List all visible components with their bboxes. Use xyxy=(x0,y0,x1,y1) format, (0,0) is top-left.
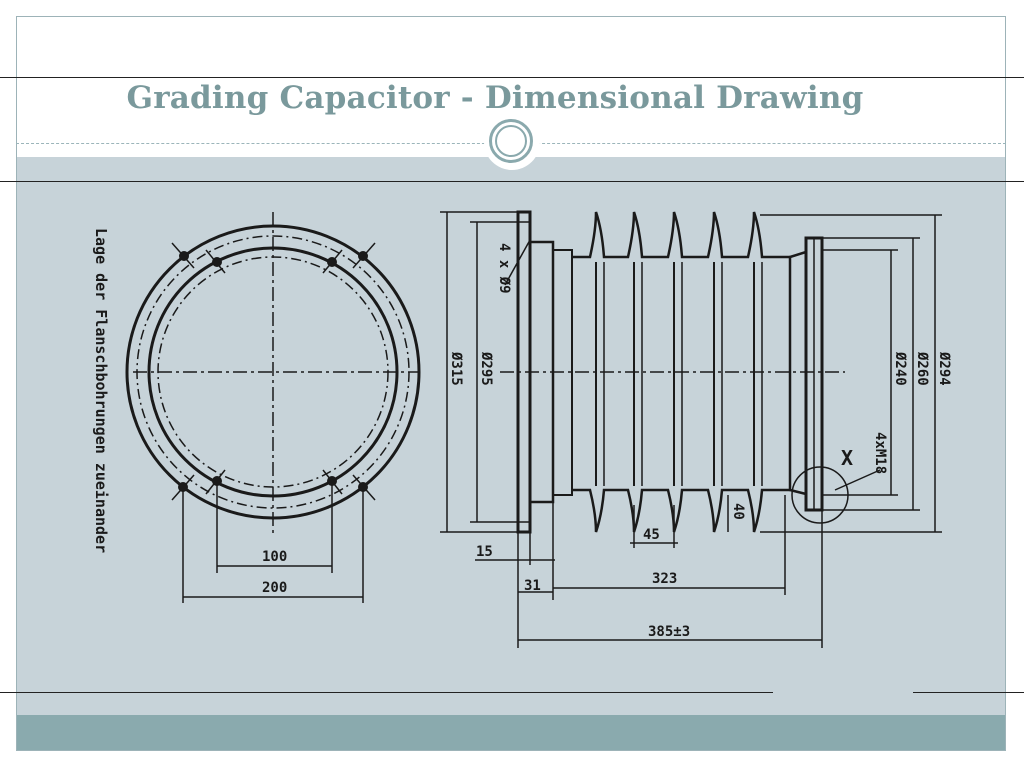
dimensional-drawing: Lage der Flanschbohrungen zueinander 100… xyxy=(92,210,952,648)
dim-d295: Ø295 xyxy=(478,351,494,386)
side-view xyxy=(440,210,942,648)
dim-40: 40 xyxy=(730,503,746,520)
dim-100: 100 xyxy=(262,549,287,565)
dim-thread: 4xM18 xyxy=(872,432,888,474)
title-badge-inner xyxy=(495,125,527,157)
detail-label: X xyxy=(841,446,853,470)
dim-15: 15 xyxy=(476,544,493,560)
panel-top-rule xyxy=(0,181,1024,182)
side-note: Lage der Flanschbohrungen zueinander xyxy=(92,228,110,553)
dim-323: 323 xyxy=(652,571,677,587)
dim-385: 385±3 xyxy=(648,624,690,640)
dim-45: 45 xyxy=(643,527,660,543)
dim-200: 200 xyxy=(262,580,287,596)
dim-d240: Ø240 xyxy=(892,351,908,386)
dim-d294: Ø294 xyxy=(936,351,952,386)
slide-frame xyxy=(16,16,1006,751)
footer-bar xyxy=(17,715,1005,750)
dim-d315: Ø315 xyxy=(448,351,464,386)
dim-holes: 4 x Ø9 xyxy=(496,243,512,294)
drawing-panel: Lage der Flanschbohrungen zueinander 100… xyxy=(17,157,1005,715)
dim-d260: Ø260 xyxy=(914,351,930,386)
panel-bottom-rule-right xyxy=(913,692,1024,693)
slide-title: Grading Capacitor - Dimensional Drawing xyxy=(126,80,864,116)
panel-bottom-rule-left xyxy=(0,692,773,693)
dim-31: 31 xyxy=(524,578,541,594)
top-rule xyxy=(0,77,1024,78)
front-view xyxy=(125,212,421,603)
